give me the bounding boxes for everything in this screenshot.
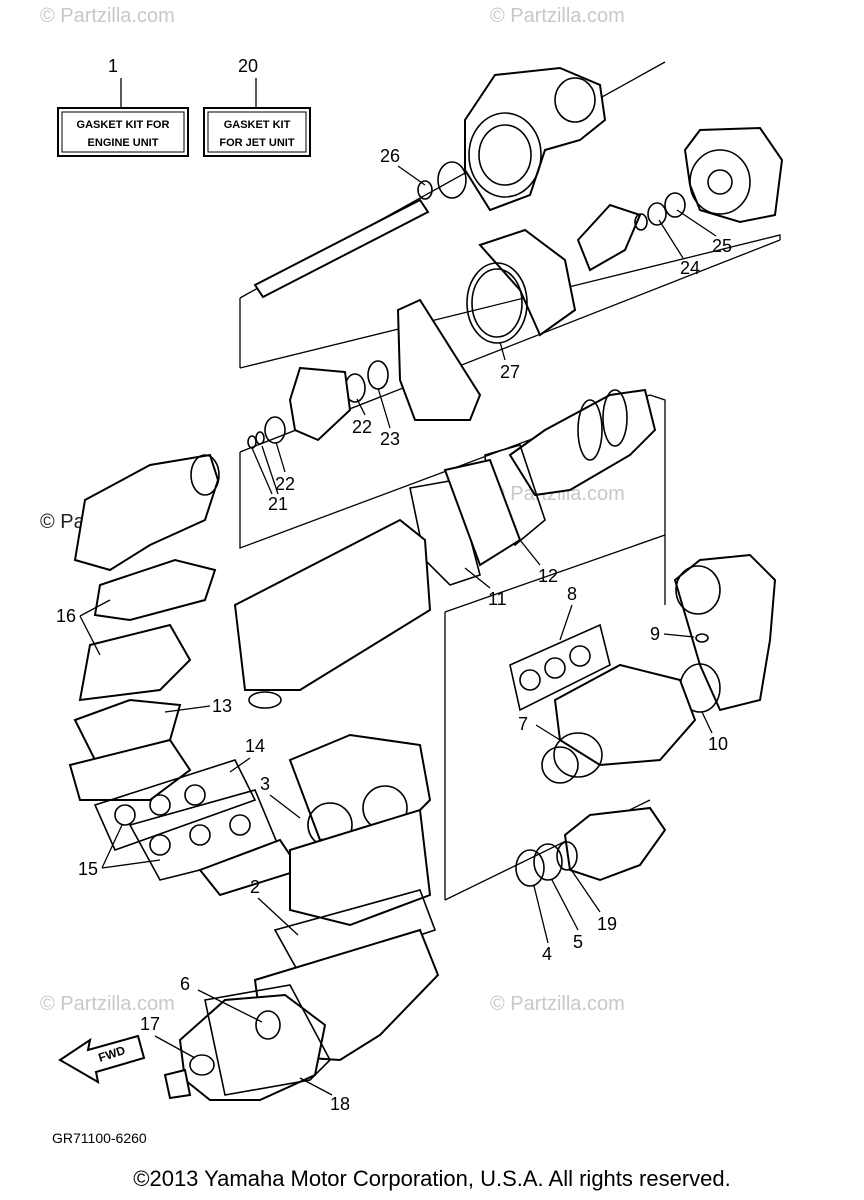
jet-pump-housing (464, 66, 607, 212)
callout-number: 24 (680, 258, 700, 278)
kit-label-line2: FOR JET UNIT (219, 137, 294, 149)
callout-number: 22 (275, 474, 295, 494)
base-gasket-2 (273, 889, 437, 976)
drive-shaft (253, 161, 467, 299)
callout-number: 9 (650, 624, 660, 644)
fwd-arrow: FWD (58, 1034, 146, 1084)
exhaust-manifold-parts (68, 558, 217, 801)
callout-number: 27 (500, 362, 520, 382)
kit-engine-unit: 1 GASKET KIT FOR ENGINE UNIT (57, 56, 189, 157)
exhaust-chamber (73, 453, 220, 572)
engine-panel (444, 394, 666, 901)
callout-number: 7 (518, 714, 528, 734)
callout-number: 21 (268, 494, 288, 514)
callout-number: 26 (380, 146, 400, 166)
callout-number: 2 (250, 877, 260, 897)
watermark: © Partzilla.com (490, 483, 625, 505)
intake-duct (466, 228, 577, 344)
kit-label-line1: GASKET KIT FOR (77, 119, 170, 131)
kit-label-line1: GASKET KIT (224, 119, 291, 131)
callout-number: 13 (212, 696, 232, 716)
callout-number: 22 (352, 417, 372, 437)
callout-number: 3 (260, 774, 270, 794)
watermark: © Partzilla.com (40, 5, 175, 27)
callout-number: 11 (488, 589, 507, 609)
watermark: © Partzilla.com (490, 5, 625, 27)
cylinder-head (288, 733, 432, 927)
callout-number: 1 (108, 56, 118, 76)
callout-number: 14 (245, 736, 265, 756)
callout-number: 12 (538, 566, 558, 586)
callout-number: 23 (380, 429, 400, 449)
copyright-notice: ©2013 Yamaha Motor Corporation, U.S.A. A… (133, 1166, 731, 1191)
callout-number: 5 (573, 932, 583, 952)
callout-number: 15 (78, 859, 98, 879)
callout-number: 6 (180, 974, 190, 994)
crankcase (233, 458, 522, 709)
callout-number: 19 (597, 914, 617, 934)
watermark: © Partzilla.com (40, 993, 175, 1015)
impeller-housing (576, 126, 784, 272)
callout-number: 18 (330, 1094, 350, 1114)
kit-label-line2: ENGINE UNIT (88, 137, 159, 149)
output-coupling (515, 806, 667, 887)
diagram-code: GR71100-6260 (52, 1130, 147, 1146)
kit-jet-unit: 20 GASKET KIT FOR JET UNIT (203, 56, 311, 157)
callouts: 26 25 24 27 22 23 22 21 12 11 8 9 7 10 1… (56, 146, 732, 1114)
crankshaft (508, 388, 657, 497)
exhaust-elbow (673, 553, 777, 713)
watermark: © Partzilla.com (490, 993, 625, 1015)
callout-number: 25 (712, 236, 732, 256)
callout-number: 20 (238, 56, 258, 76)
stator-cover (163, 984, 331, 1101)
callout-number: 4 (542, 944, 552, 964)
callout-number: 17 (140, 1014, 160, 1034)
exhaust-pipe (541, 663, 697, 784)
callout-number: 16 (56, 606, 76, 626)
callout-number: 8 (567, 584, 577, 604)
callout-number: 10 (708, 734, 728, 754)
gasket-8 (509, 623, 611, 712)
